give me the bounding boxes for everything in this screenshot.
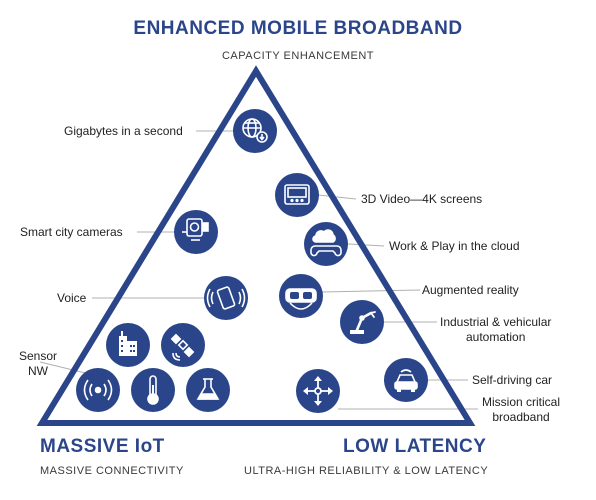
- video-screen-icon: [284, 184, 310, 205]
- label-mission-line2: broadband: [492, 410, 550, 424]
- label-sensor: Sensor NW: [19, 349, 57, 379]
- game-controller-icon: [310, 229, 342, 257]
- buildings-icon: [119, 331, 137, 356]
- top-subtitle: CAPACITY ENHANCEMENT: [221, 50, 374, 62]
- circle-self-driving: [384, 358, 428, 402]
- label-augmented: Augmented reality: [422, 283, 519, 297]
- circle-voice: [204, 276, 248, 320]
- circle-flask: [186, 368, 230, 412]
- label-industrial: Industrial & vehicular automation: [440, 315, 551, 345]
- wireless-signal-icon: [83, 379, 113, 401]
- circle-3d-video: [275, 173, 319, 217]
- label-sensor-line2: NW: [28, 364, 49, 378]
- label-industrial-line1: Industrial & vehicular: [440, 315, 552, 329]
- label-sensor-line1: Sensor: [19, 349, 58, 363]
- circle-satellite: [161, 323, 205, 367]
- globe-download-icon: [242, 118, 268, 143]
- security-camera-icon: [182, 218, 209, 241]
- phone-vibrate-icon: [206, 286, 246, 310]
- connector-3d-video: [317, 194, 357, 200]
- satellite-icon: [170, 333, 195, 361]
- flask-icon: [196, 378, 220, 400]
- right-subtitle: ULTRA-HIGH RELIABILITY & LOW LATENCY: [244, 465, 489, 477]
- connector-augmented: [321, 289, 421, 293]
- circle-industrial: [340, 300, 384, 344]
- label-mission: Mission critical broadband: [482, 395, 560, 425]
- label-gigabytes: Gigabytes in a second: [64, 124, 183, 138]
- label-mission-line1: Mission critical: [482, 395, 561, 409]
- connector-work-play: [347, 243, 385, 247]
- robot-arm-icon: [350, 311, 376, 334]
- label-3d-video: 3D Video—4K screens: [361, 192, 483, 206]
- move-arrows-icon: [303, 376, 333, 406]
- label-work-play: Work & Play in the cloud: [389, 239, 520, 253]
- pyramid-triangle: [36, 65, 476, 426]
- circle-smart-city: [174, 210, 218, 254]
- right-title: LOW LATENCY: [343, 436, 487, 457]
- car-icon: [394, 369, 418, 392]
- circle-mission: [296, 369, 340, 413]
- thermometer-icon: [147, 375, 159, 405]
- top-title: ENHANCED MOBILE BROADBAND: [133, 18, 463, 39]
- vr-headset-icon: [285, 288, 317, 310]
- label-industrial-line2: automation: [466, 330, 526, 344]
- circle-work-play: [304, 222, 348, 266]
- label-smart-city: Smart city cameras: [20, 225, 123, 239]
- label-self-driving: Self-driving car: [472, 373, 553, 387]
- label-voice: Voice: [57, 291, 87, 305]
- left-title: MASSIVE IoT: [40, 436, 165, 457]
- left-subtitle: MASSIVE CONNECTIVITY: [40, 465, 184, 477]
